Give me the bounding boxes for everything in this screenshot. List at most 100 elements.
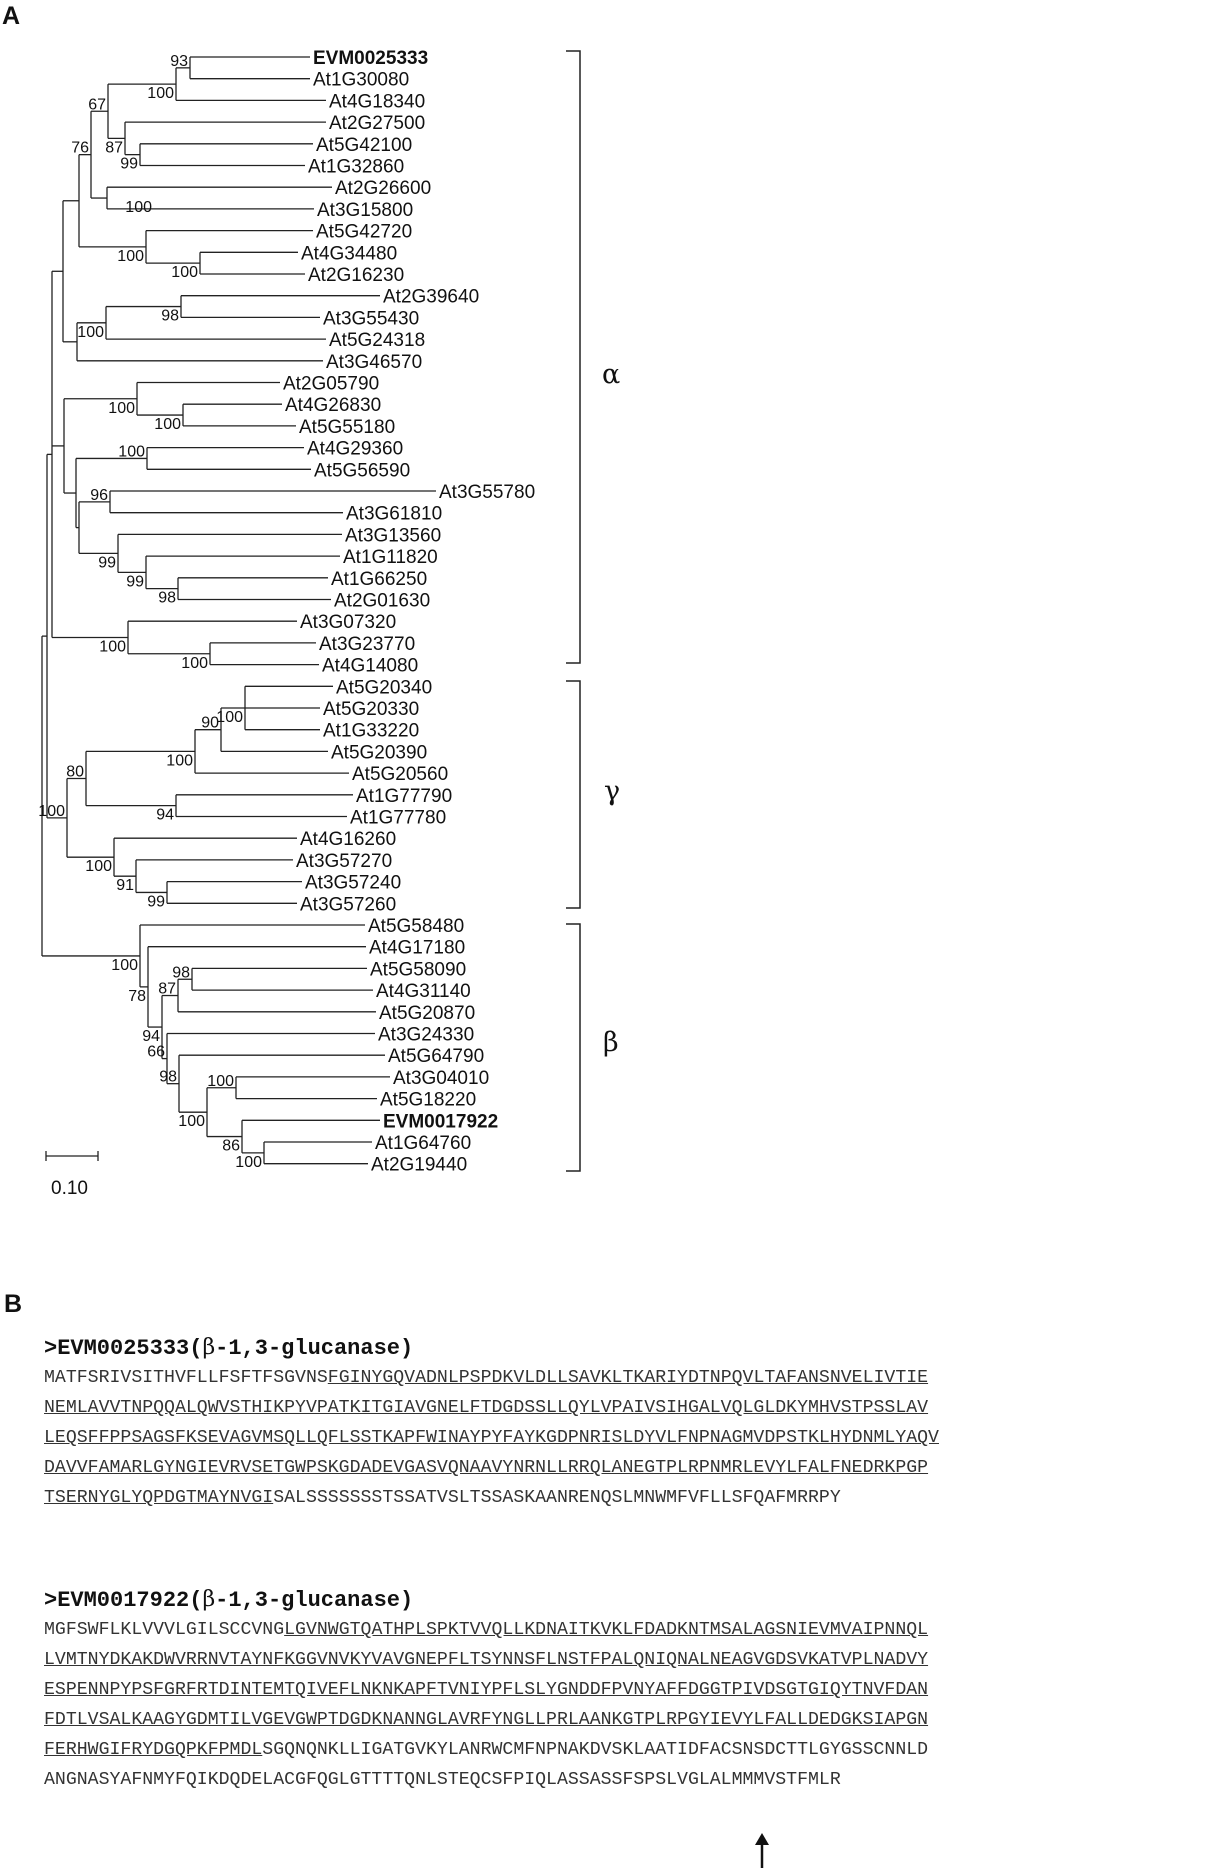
leaf-label: At3G61810 xyxy=(346,504,442,525)
sequence-header-enzyme: -1,3-glucanase) xyxy=(215,1588,414,1613)
sequence-header: >EVM0017922(β-1,3-glucanase) xyxy=(44,1585,1224,1615)
bootstrap-value: 98 xyxy=(161,308,179,325)
sequence-line: MGFSWFLKLVVVLGILSCCVNGLGVNWGTQATHPLSPKTV… xyxy=(44,1615,1224,1645)
leaf-label: At3G04010 xyxy=(393,1068,489,1089)
glyco-hydro-domain-segment: LEQSFFPPSAGSFKSEVAGVMSQLLQFLSSTKAPFWINAY… xyxy=(44,1428,939,1448)
leaf-label: At1G66250 xyxy=(331,569,427,590)
sequence-line: FDTLVSALKAAGYGDMTILVGEVGWPTDGDKNANNGLAVR… xyxy=(44,1705,1224,1735)
leaf-label: At3G57260 xyxy=(300,894,396,915)
glyco-hydro-domain-segment: LVMTNYDKAKDWVRRNVTAYNFKGGVNVKYVAVGNEPFLT… xyxy=(44,1650,929,1670)
leaf-label: At1G33220 xyxy=(323,721,419,742)
leaf-label: EVM0017922 xyxy=(383,1111,498,1132)
bootstrap-value: 91 xyxy=(116,877,134,894)
bootstrap-value: 99 xyxy=(98,554,116,571)
sequence-line: LVMTNYDKAKDWVRRNVTAYNFKGGVNVKYVAVGNEPFLT… xyxy=(44,1645,1224,1675)
bootstrap-value: 100 xyxy=(108,400,135,417)
leaf-label: At5G18220 xyxy=(380,1090,476,1111)
signal-arrow-icon xyxy=(755,1833,769,1868)
bootstrap-value: 100 xyxy=(111,957,138,974)
leaf-label: At4G14080 xyxy=(322,656,418,677)
leaf-label: At5G20330 xyxy=(323,699,419,720)
panel-b-label: B xyxy=(4,1290,23,1318)
bootstrap-value: 100 xyxy=(85,858,112,875)
bootstrap-value: 100 xyxy=(235,1154,262,1171)
leaf-label: At5G20560 xyxy=(352,764,448,785)
bootstrap-value: 76 xyxy=(71,140,89,157)
clade-gamma-label: γ xyxy=(604,776,620,807)
sequence-line: NEMLAVVTNPQQALQWVSTHIKPYVPATKITGIAVGNELF… xyxy=(44,1393,1224,1423)
leaf-label: At3G57270 xyxy=(296,851,392,872)
leaf-label: At5G20870 xyxy=(379,1003,475,1024)
c-terminal-segment: SALSSSSSSSTSSATVSLTSSASKAANRENQSLMNWMFVF… xyxy=(273,1488,841,1508)
leaf-label: At3G46570 xyxy=(326,352,422,373)
leaf-label: At4G34480 xyxy=(301,243,397,264)
leaf-label: At2G05790 xyxy=(283,374,379,395)
sequence-line: ESPENNPYPSFGRFRTDINTEMTQIVEFLNKNKAPFTVNI… xyxy=(44,1675,1224,1705)
bootstrap-value: 99 xyxy=(147,893,165,910)
alpha-bracket xyxy=(566,50,581,664)
leaf-label: At2G01630 xyxy=(334,591,430,612)
phylogenetic-tree: A EVM0025333At1G30080At4G18340At2G27500A… xyxy=(2,2,620,1199)
leaf-label: At3G07320 xyxy=(300,612,396,633)
leaf-label: At4G26830 xyxy=(285,395,381,416)
bootstrap-value: 80 xyxy=(66,764,84,781)
sequence-header-id: >EVM0025333( xyxy=(44,1336,203,1361)
bootstrap-value: 100 xyxy=(125,199,152,216)
glyco-hydro-domain-segment: FGINYGQVADNLPSPDKVLDLLSAVKLTKARIYDTNPQVL… xyxy=(327,1368,929,1388)
leaf-label: At2G26600 xyxy=(335,178,431,199)
bootstrap-value: 100 xyxy=(118,443,145,460)
bootstrap-value: 78 xyxy=(128,988,146,1005)
sequence-line: TSERNYGLYQPDGTMAYNVGISALSSSSSSSTSSATVSLT… xyxy=(44,1483,1224,1513)
leaf-label: At3G55430 xyxy=(323,308,419,329)
leaf-label: At5G42720 xyxy=(316,222,412,243)
signal-peptide-segment: ANGNASYAFNMYFQIKDQDELACGFQGLGTTTTQNLSTEQ… xyxy=(44,1770,841,1790)
leaf-label: At3G55780 xyxy=(439,482,535,503)
leaf-label: At4G17180 xyxy=(369,938,465,959)
sequence-block-evm0025333: >EVM0025333(β-1,3-glucanase)MATFSRIVSITH… xyxy=(44,1333,1224,1513)
leaf-label: At3G13560 xyxy=(345,525,441,546)
leaf-label: At4G31140 xyxy=(376,981,471,1002)
leaf-label: At5G20390 xyxy=(331,742,427,763)
leaf-label: At5G20340 xyxy=(336,677,432,698)
leaf-label: At1G77780 xyxy=(350,808,446,829)
leaf-label: EVM0025333 xyxy=(313,48,428,69)
leaf-label: At5G58480 xyxy=(368,916,464,937)
gamma-bracket xyxy=(566,680,581,909)
bootstrap-value: 94 xyxy=(142,1028,160,1045)
bootstrap-value: 94 xyxy=(156,807,174,824)
clade-alpha-label: α xyxy=(602,359,620,390)
glyco-hydro-domain-segment: FDTLVSALKAAGYGDMTILVGEVGWPTDGDKNANNGLAVR… xyxy=(44,1710,929,1730)
leaf-label: At2G39640 xyxy=(383,287,479,308)
sequence-header-symbol: β xyxy=(202,1335,216,1360)
bootstrap-value: 99 xyxy=(126,573,144,590)
leaf-label: At4G16260 xyxy=(300,829,396,850)
glyco-hydro-domain-segment: FERHWGIFRYDGQPKFPMDL xyxy=(44,1740,263,1760)
bootstrap-value: 98 xyxy=(172,964,190,981)
bootstrap-value: 66 xyxy=(147,1044,165,1061)
bootstrap-value: 98 xyxy=(159,1069,177,1086)
bootstrap-value: 99 xyxy=(120,156,138,173)
leaf-label: At3G24330 xyxy=(378,1025,474,1046)
leaf-label: At1G77790 xyxy=(356,786,452,807)
sequence-header-enzyme: -1,3-glucanase) xyxy=(215,1336,414,1361)
glyco-hydro-domain-segment: NEMLAVVTNPQQALQWVSTHIKPYVPATKITGIAVGNELF… xyxy=(44,1398,929,1418)
sequence-header: >EVM0025333(β-1,3-glucanase) xyxy=(44,1333,1224,1363)
sequence-line: MATFSRIVSITHVFLLFSFTFSGVNSFGINYGQVADNLPS… xyxy=(44,1363,1224,1393)
leaf-label: At5G24318 xyxy=(329,330,425,351)
sequence-line: FERHWGIFRYDGQPKFPMDLSGQNQNKLLIGATGVKYLAN… xyxy=(44,1735,1224,1765)
leaf-label: At5G55180 xyxy=(299,417,395,438)
sequence-header-symbol: β xyxy=(202,1587,216,1612)
sequence-line: ANGNASYAFNMYFQIKDQDELACGFQGLGTTTTQNLSTEQ… xyxy=(44,1765,1224,1795)
scale-bar-label: 0.10 xyxy=(51,1178,88,1199)
glyco-hydro-domain-segment: ESPENNPYPSFGRFRTDINTEMTQIVEFLNKNKAPFTVNI… xyxy=(44,1680,929,1700)
signal-peptide-segment: MGFSWFLKLVVVLGILSCCVNG xyxy=(44,1620,285,1640)
clade-beta-label: β xyxy=(603,1027,619,1058)
leaf-label: At2G27500 xyxy=(329,113,425,134)
bootstrap-value: 100 xyxy=(99,638,126,655)
leaf-label: At2G19440 xyxy=(371,1155,467,1176)
bootstrap-value: 100 xyxy=(147,85,174,102)
panel-a-label: A xyxy=(2,2,20,30)
bootstrap-value: 100 xyxy=(216,709,243,726)
bootstrap-value: 87 xyxy=(158,981,176,998)
bootstrap-value: 100 xyxy=(154,416,181,433)
